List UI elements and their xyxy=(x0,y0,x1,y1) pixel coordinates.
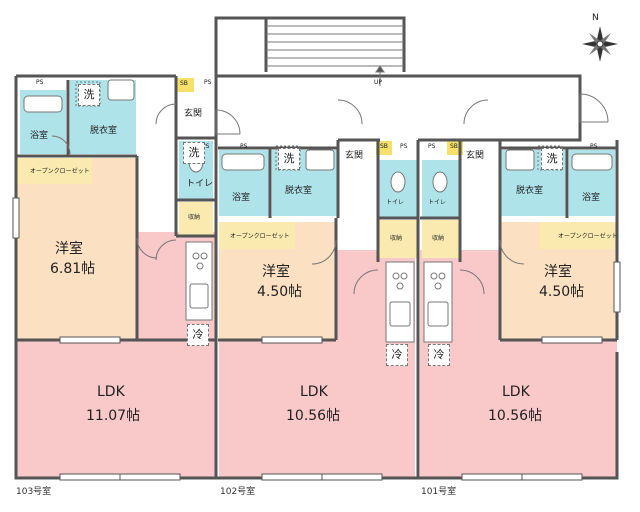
fridge-symbol-101: 冷 xyxy=(428,344,450,366)
open-closet-label-102: オープンクローゼット xyxy=(230,233,290,240)
ldk-size-103: 11.07帖 xyxy=(86,408,141,424)
storage-label-102: 収納 xyxy=(390,235,403,242)
closet-102-fill xyxy=(219,222,295,249)
vanity-101 xyxy=(505,149,535,171)
unit-label-102: 102号室 xyxy=(220,487,256,497)
ldk-name-101: LDK xyxy=(502,384,530,400)
fridge-symbol-103: 冷 xyxy=(187,324,209,346)
vanity-102 xyxy=(305,149,335,171)
washer-symbol-103: 洗 xyxy=(78,84,100,106)
storage-label-101: 収納 xyxy=(432,235,445,242)
bath-label-103: 浴室 xyxy=(30,131,49,141)
entrance-label-102: 玄関 xyxy=(345,151,364,161)
bath-label-102: 浴室 xyxy=(232,193,251,203)
storage-101-fill xyxy=(422,220,460,258)
ldk-name-102: LDK xyxy=(300,384,328,400)
bathtub-103 xyxy=(23,95,63,113)
ps-label-103a: PS xyxy=(36,79,44,86)
open-closet-label-103: オープンクローゼット xyxy=(30,168,90,175)
closet-101-fill xyxy=(540,222,615,249)
toilet-bowl-102 xyxy=(390,171,406,193)
washer-symbol-103b: 洗 xyxy=(183,142,205,164)
storage-103-fill xyxy=(179,202,213,236)
dressing-label-103: 脱衣室 xyxy=(90,126,118,136)
dressing-label-101: 脱衣室 xyxy=(516,186,544,196)
door-swings xyxy=(51,93,609,295)
sb-label-101: SB xyxy=(450,143,458,150)
fixtures xyxy=(23,79,613,343)
toilet-bowl-101 xyxy=(432,171,448,193)
toilet-label-101: トイレ xyxy=(428,199,447,206)
stair-treads xyxy=(266,25,404,86)
ps-label-101b: PS xyxy=(590,143,598,150)
western-room-size-103: 6.81帖 xyxy=(50,261,96,277)
bathtub-102 xyxy=(221,153,265,171)
ldk-size-101: 10.56帖 xyxy=(488,408,543,424)
bath-label-101: 浴室 xyxy=(582,193,601,203)
entrance-label-103: 玄関 xyxy=(184,109,203,119)
washer-pan-103 xyxy=(75,81,101,107)
unit-label-101: 101号室 xyxy=(421,487,457,497)
ps-label-103c: PS xyxy=(202,143,210,150)
storage-102-fill xyxy=(379,220,417,258)
ps-label-102a: PS xyxy=(240,143,248,150)
sb-103-fill xyxy=(176,78,194,92)
sb-label-102: SB xyxy=(380,143,388,150)
open-closet-label-101: オープンクローゼット xyxy=(558,233,618,240)
toilet-label-103: トイレ xyxy=(186,179,214,189)
western-room-name-103: 洋室 xyxy=(55,241,83,257)
dressing-label-102: 脱衣室 xyxy=(285,186,313,196)
vanity-103 xyxy=(107,79,135,101)
room-fills xyxy=(17,78,617,478)
stair-up-label: UP xyxy=(374,79,383,86)
western-room-size-101: 4.50帖 xyxy=(539,284,585,300)
washer-symbol-102: 洗 xyxy=(278,148,300,170)
western-room-name-102: 洋室 xyxy=(262,264,290,280)
entrance-label-101: 玄関 xyxy=(466,151,485,161)
ps-label-103b: PS xyxy=(204,79,212,86)
western-room-size-102: 4.50帖 xyxy=(257,284,303,300)
sb-102-fill xyxy=(376,141,392,155)
bathtub-101 xyxy=(571,153,613,171)
ldk-size-102: 10.56帖 xyxy=(286,408,341,424)
windows xyxy=(12,197,621,481)
washer-pan-102 xyxy=(275,145,301,171)
western-103-fill xyxy=(17,158,137,340)
closet-103-fill xyxy=(17,158,92,184)
ps-label-102b: PS xyxy=(400,143,408,150)
north-label: N xyxy=(592,13,599,23)
ps-label-101a: PS xyxy=(428,143,436,150)
western-room-name-101: 洋室 xyxy=(544,264,572,280)
sb-label-103: SB xyxy=(180,80,188,87)
washer-symbol-101: 洗 xyxy=(541,148,563,170)
toilet-label-102: トイレ xyxy=(386,199,405,206)
unit-label-103: 103号室 xyxy=(16,487,52,497)
fridge-symbol-102: 冷 xyxy=(386,344,408,366)
ldk-name-103: LDK xyxy=(97,384,125,400)
storage-label-103: 収納 xyxy=(188,214,201,221)
compass-icon xyxy=(582,26,618,62)
